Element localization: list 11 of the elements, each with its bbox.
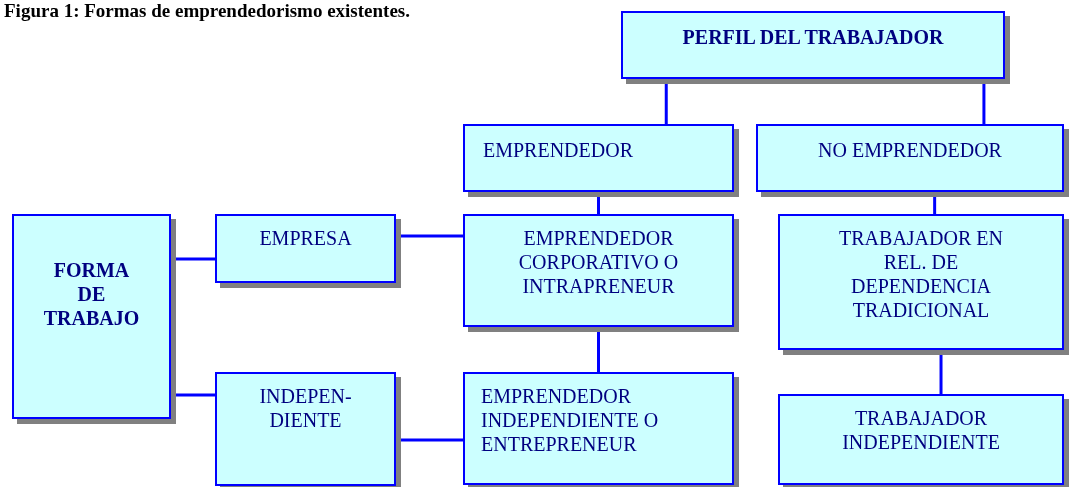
- node-label: NO EMPRENDEDOR: [817, 138, 1003, 162]
- node-label: FORMA DE TRABAJO: [42, 258, 141, 330]
- node-label: TRABAJADOR EN REL. DE DEPENDENCIA TRADICIONAL: [838, 226, 1004, 322]
- figure-title: Figura 1: Formas de emprendedorismo existentes.: [4, 0, 410, 22]
- node-label: EMPRENDEDOR INDEPENDIENTE O ENTREPRENEUR: [481, 384, 660, 456]
- node-label: EMPRENDEDOR: [483, 138, 634, 162]
- node-label: TRABAJADOR INDEPENDIENTE: [841, 406, 1001, 454]
- node-label: EMPRESA: [258, 226, 353, 250]
- node-label: PERFIL DEL TRABAJADOR: [681, 25, 945, 49]
- node-label: EMPRENDEDOR CORPORATIVO O INTRAPRENEUR: [517, 226, 680, 298]
- node-label: INDEPEN- DIENTE: [258, 384, 353, 432]
